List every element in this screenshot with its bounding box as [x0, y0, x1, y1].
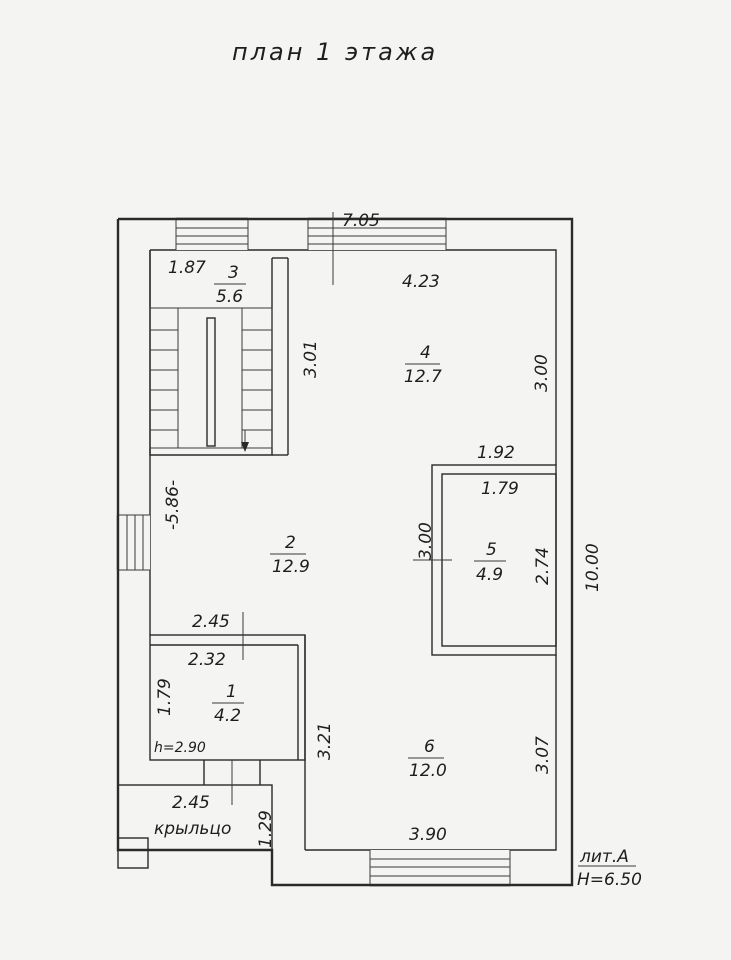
room-2-area: 12.9	[272, 557, 310, 577]
porch	[117, 784, 273, 869]
room-5-area: 4.9	[476, 565, 503, 585]
dim-room6-width: 3.90	[409, 825, 447, 845]
dim-room1-top-outer: 2.45	[192, 612, 230, 632]
window-bottom	[369, 850, 511, 887]
lit-height: H=6.50	[577, 870, 642, 890]
dim-room4-depth-left: 3.01	[301, 340, 321, 378]
room-5-number: 5	[486, 540, 497, 560]
room-2-number: 2	[285, 533, 296, 553]
room-1-area: 4.2	[214, 706, 241, 726]
porch-label: крыльцо	[154, 819, 231, 839]
dim-room5-right: 2.74	[533, 547, 553, 585]
dim-stair-width: 1.87	[168, 258, 206, 278]
room-3-area: 5.6	[216, 287, 243, 307]
room-6-area: 12.0	[409, 761, 447, 781]
room-6-number: 6	[424, 737, 435, 757]
room-1-number: 1	[226, 682, 237, 702]
lit-name: лит.А	[579, 847, 629, 867]
dim-room1-depth: 1.79	[155, 678, 175, 716]
dim-room1-top-inner: 2.32	[188, 650, 226, 670]
window-left	[116, 514, 150, 571]
room-4-number: 4	[420, 343, 431, 363]
dim-room4-depth-right: 3.00	[532, 354, 552, 392]
dim-hall-depth: -5.86-	[163, 480, 183, 530]
dim-overall-depth: 10.00	[583, 543, 603, 592]
room-4-area: 12.7	[404, 367, 442, 387]
dim-porch-width: 2.45	[172, 793, 210, 813]
dim-room5-left: 3.00	[416, 522, 436, 560]
room-3-number: 3	[228, 263, 239, 283]
dim-room6-right: 3.07	[533, 736, 553, 774]
dim-porch-depth: 1.29	[256, 810, 276, 848]
dim-overall-width: 7.05	[342, 211, 380, 231]
window-top-left	[175, 217, 249, 250]
dim-room5-inner-width: 1.79	[481, 479, 519, 499]
room-1-height: h=2.90	[154, 740, 206, 756]
dim-room6-left: 3.21	[315, 722, 335, 760]
room-1-walls	[149, 634, 306, 850]
dimension-ticks	[231, 212, 452, 805]
stair-room	[149, 250, 289, 456]
plan-title: план 1 этажа	[232, 38, 438, 66]
dim-room5-top: 1.92	[477, 443, 515, 463]
window-top-right	[307, 217, 447, 250]
dim-room4-width: 4.23	[402, 272, 440, 292]
